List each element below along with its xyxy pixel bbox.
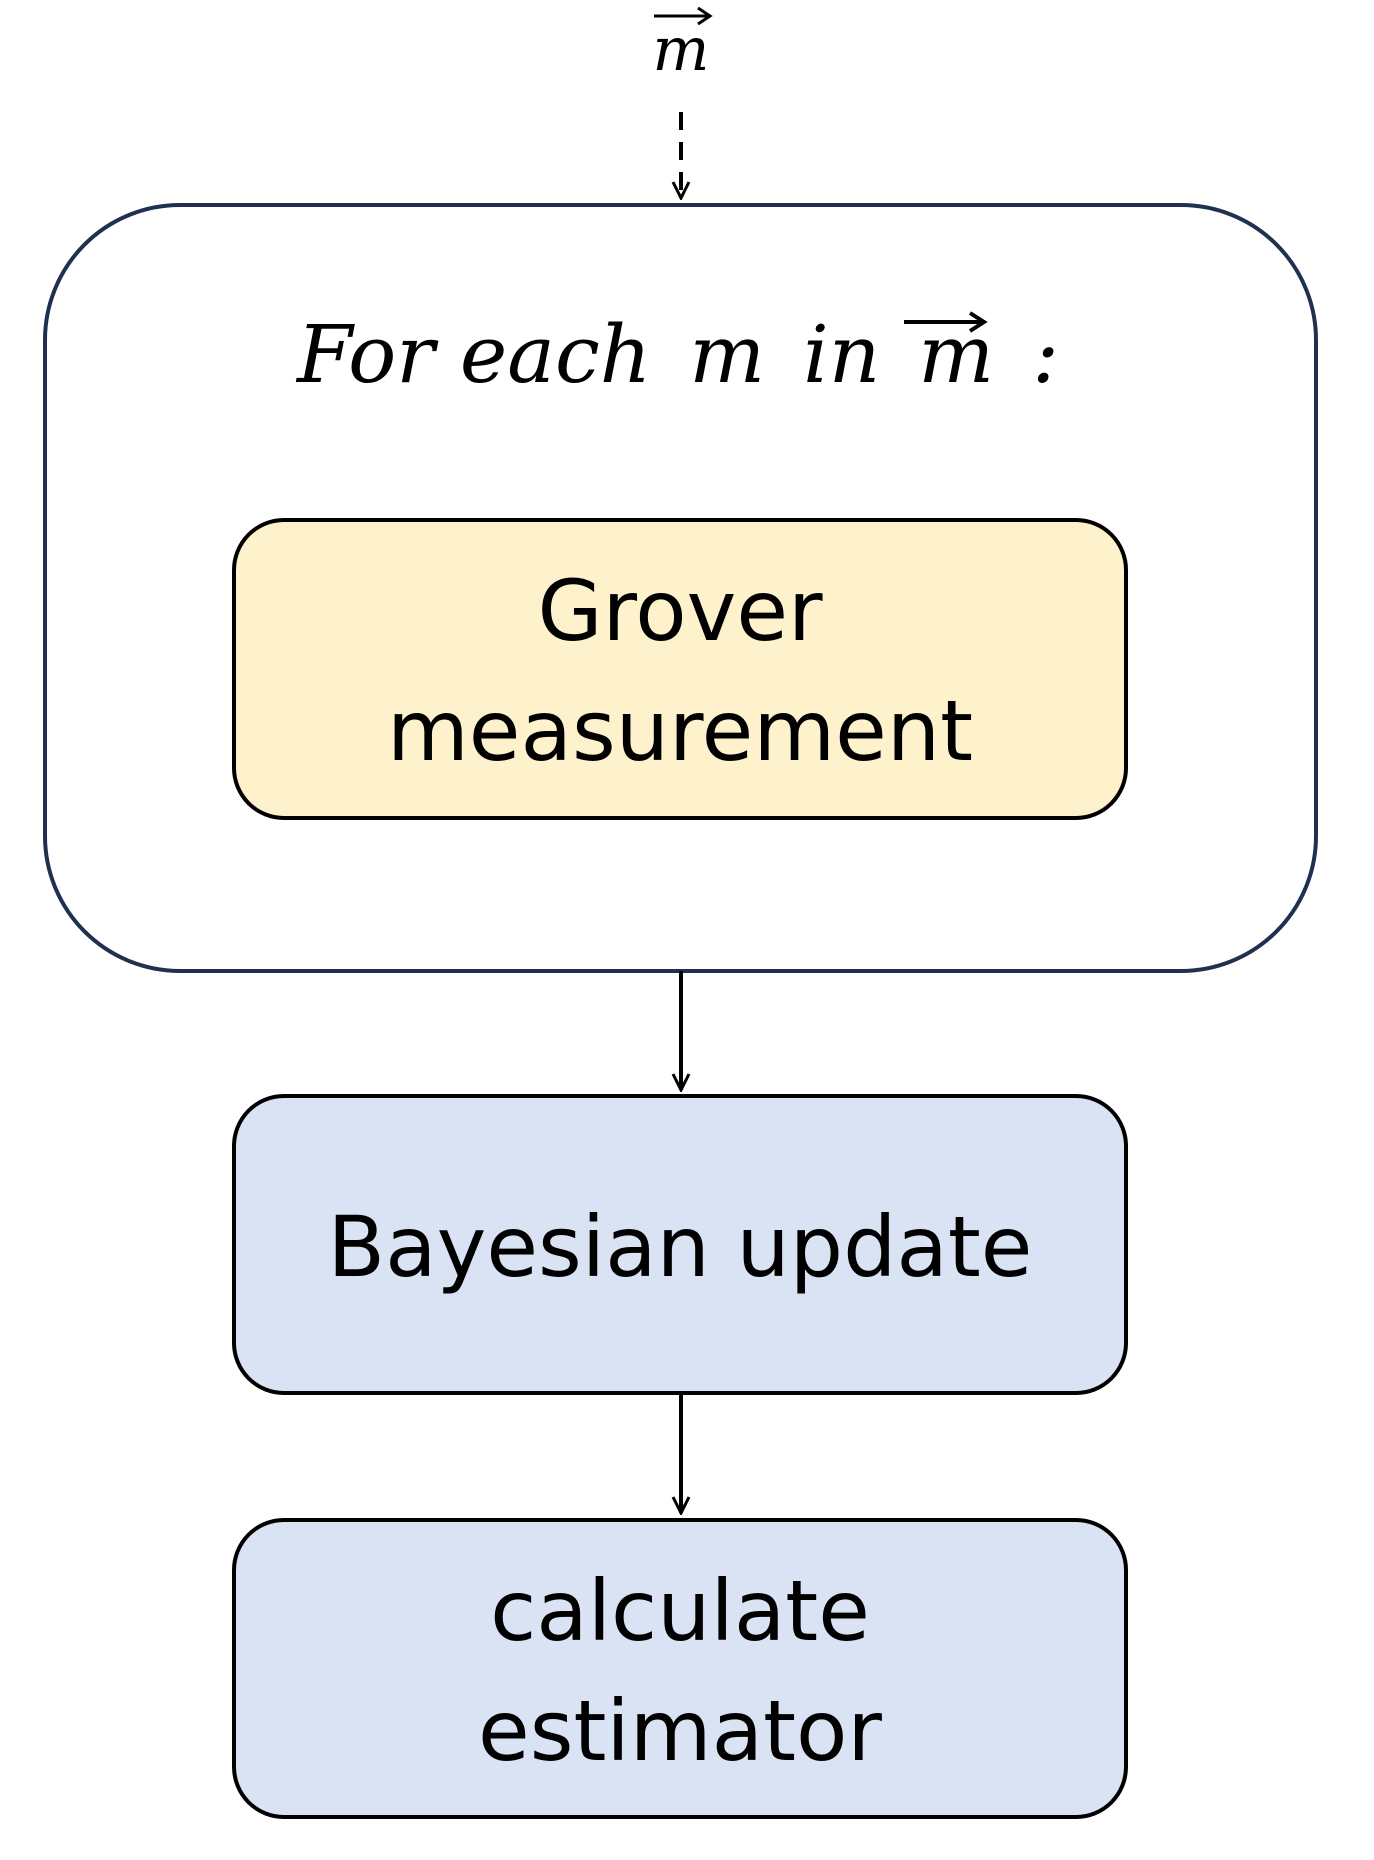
bayesian-update-label: Bayesian update [328, 1198, 1033, 1296]
loop-variable: m [689, 308, 765, 401]
grover-measurement-box [232, 518, 1128, 820]
loop-header: For each m in m : [295, 308, 1059, 401]
input-vector-label: m [653, 6, 713, 85]
input-vector-symbol: m [653, 15, 710, 85]
estimator-label-line2: estimator [478, 1682, 882, 1780]
estimator-label-line1: calculate [490, 1562, 870, 1660]
grover-label-line2: measurement [387, 682, 973, 780]
vector-arrow-icon [904, 311, 988, 333]
grover-label-line1: Grover [537, 562, 823, 660]
loop-colon: : [1032, 308, 1059, 401]
vector-arrow-icon [654, 6, 713, 26]
loop-in-word: in [803, 308, 880, 401]
calculate-estimator-box [232, 1518, 1128, 1819]
loop-prefix: For each [295, 308, 651, 401]
